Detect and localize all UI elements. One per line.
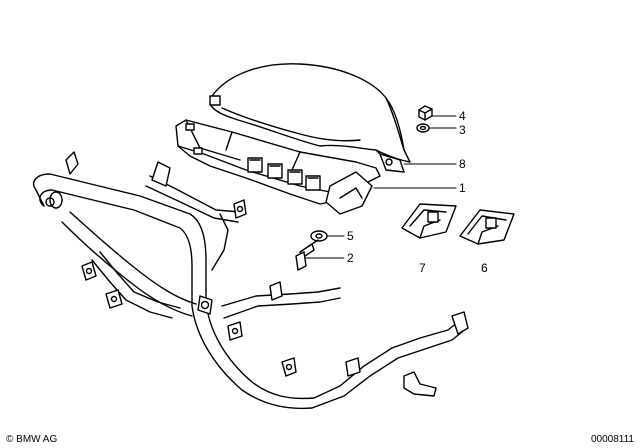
clip-pad-6 <box>459 209 515 245</box>
callout-4: 4 <box>459 109 466 123</box>
diagram-number: 00008111 <box>591 434 634 445</box>
callout-1: 1 <box>459 181 466 195</box>
washer-part <box>416 123 430 133</box>
callout-5: 5 <box>347 229 354 243</box>
leader-lines <box>305 115 457 259</box>
nut-part <box>418 105 433 121</box>
callout-6: 6 <box>481 261 488 275</box>
callout-2: 2 <box>347 251 354 265</box>
clip-pad-7 <box>401 203 457 239</box>
callout-3: 3 <box>459 123 466 137</box>
screw-part <box>295 239 319 271</box>
callout-7: 7 <box>419 261 426 275</box>
mounting-bracket <box>175 119 405 215</box>
callout-8: 8 <box>459 157 466 171</box>
copyright-text: © BMW AG <box>6 434 57 445</box>
tubular-frame <box>32 151 469 410</box>
washer-5-part <box>310 230 328 242</box>
